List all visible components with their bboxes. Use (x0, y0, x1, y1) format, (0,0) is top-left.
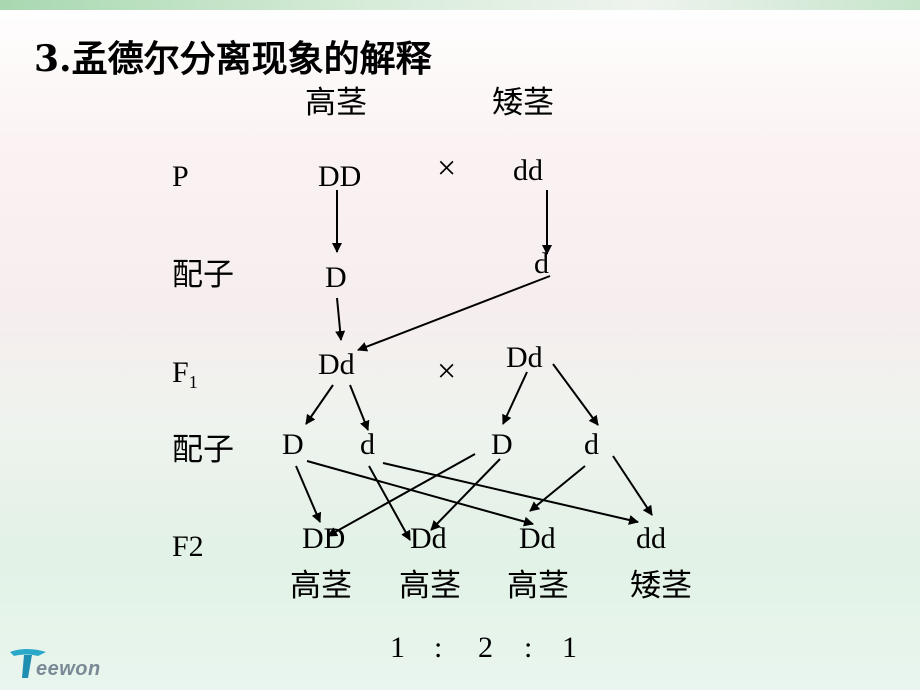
teewon-logo: eewon (8, 646, 118, 682)
ratio-1: 1 (390, 631, 405, 664)
p-genotype-left: DD (318, 160, 362, 193)
arrow-f1-right-to-d (552, 363, 599, 426)
f1-genotype-left: Dd (318, 348, 355, 381)
arrow-D3-to-DD (327, 453, 476, 537)
f2-phenotype-1: 高茎 (290, 568, 352, 604)
f2-genotype-4: dd (636, 522, 666, 555)
arrow-d2-to-Dd2 (368, 465, 411, 541)
gamete-f1-3: D (491, 428, 513, 461)
arrow-D1-to-DD (295, 465, 322, 523)
arrow-gamete-d-lower-to-f1 (357, 275, 551, 352)
gamete-f1-2: d (360, 428, 375, 461)
f2-genotype-3: Dd (519, 522, 556, 555)
row-label-f2: F2 (172, 530, 204, 563)
logo-text: eewon (36, 658, 101, 680)
f2-phenotype-3: 高茎 (507, 568, 569, 604)
row-label-gamete-2: 配子 (172, 432, 234, 468)
arrow-f1-left-to-d (349, 384, 370, 431)
ratio-colon-1: : (434, 631, 443, 664)
row-label-f1: F1 (172, 356, 198, 392)
gamete-f1-4: d (584, 428, 599, 461)
arrow-D1-to-Dd3 (306, 460, 534, 527)
arrow-D3-to-Dd2 (430, 458, 501, 531)
row-label-gamete-1: 配子 (172, 257, 234, 293)
arrow-f1-right-to-D (502, 371, 528, 425)
gamete-p-right: d (534, 247, 549, 280)
gamete-p-left: D (325, 261, 347, 294)
p-cross-symbol: × (437, 150, 457, 187)
top-banner (0, 0, 920, 10)
row-label-p: P (172, 160, 189, 193)
gamete-f1-1: D (282, 428, 304, 461)
header-tall: 高茎 (305, 85, 367, 121)
arrow-d4-to-dd (612, 455, 653, 516)
arrow-f1-left-to-D (305, 384, 334, 425)
ratio-2: 2 (478, 631, 493, 664)
f2-phenotype-4: 矮茎 (630, 568, 692, 604)
ratio-colon-2: : (524, 631, 533, 664)
arrow-d4-to-Dd3 (529, 465, 586, 512)
f2-phenotype-2: 高茎 (399, 568, 461, 604)
header-short: 矮茎 (492, 85, 554, 121)
arrow-gamete-d-to-f1 (335, 297, 346, 341)
logo-mark-icon (10, 649, 46, 678)
p-genotype-right: dd (513, 154, 543, 187)
f1-genotype-right: Dd (506, 341, 543, 374)
arrow-d2-to-dd (382, 462, 639, 525)
ratio-3: 1 (562, 631, 577, 664)
f1-cross-symbol: × (437, 353, 457, 390)
slide-title: 3.孟德尔分离现象的解释 (34, 38, 432, 80)
